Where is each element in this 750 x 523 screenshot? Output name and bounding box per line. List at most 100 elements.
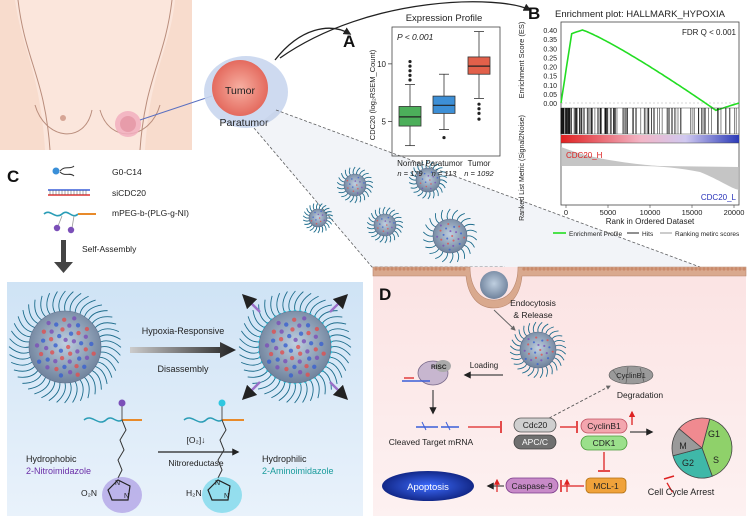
legend-enrichment: Enrichment Profile: [569, 231, 622, 238]
ytick-label: 10: [377, 60, 386, 69]
panel-b-fdr: FDR Q < 0.001: [682, 28, 737, 37]
svg-text:N: N: [215, 480, 220, 487]
risc-complex: RISC: [402, 360, 451, 386]
aminoimidazole-label: 2-Aminoimidazole: [262, 466, 334, 476]
legend-hits: Hits: [642, 231, 654, 238]
category-label: Tumor: [468, 159, 491, 168]
category-label: Paratumor: [425, 159, 463, 168]
xtick-label: 10000: [640, 208, 661, 217]
amino-group: H₂N: [186, 488, 202, 498]
panel-a-title: Expression Profile: [406, 13, 483, 24]
loading-label: Loading: [470, 361, 498, 370]
outlier-point: [408, 69, 412, 73]
phase-label: M: [679, 441, 687, 451]
phase-m: [678, 417, 711, 449]
caspase9-node: [505, 477, 559, 494]
svg-text:N: N: [115, 480, 120, 487]
release-label: & Release: [513, 310, 552, 320]
ytick-label: 0.40: [543, 28, 557, 35]
apoptosis-label: Apoptosis: [407, 482, 449, 493]
cyclinb1-node: [580, 418, 628, 434]
degradation-label: Degradation: [617, 390, 664, 400]
released-micelle: [509, 321, 567, 379]
nitroreductase-label: Nitroreductase: [168, 458, 224, 468]
panel-a-frame: [391, 26, 501, 157]
apoptosis-node: [382, 471, 474, 501]
phase-s: [672, 447, 713, 479]
intact-micelle: [8, 290, 122, 404]
disassembly-label: Disassembly: [157, 364, 209, 374]
category-label: Normal: [397, 159, 423, 168]
arrow-to-a: [274, 27, 352, 61]
hypoxia-label: Hypoxia-Responsive: [142, 326, 225, 336]
outlier-point: [442, 135, 446, 140]
nitroimidazole-structure: O₂N N N: [81, 399, 142, 513]
oxygen-label: [O₂]↓: [187, 435, 206, 445]
panel-a-letter: A: [343, 32, 355, 51]
outlier-point: [477, 102, 481, 106]
cdc20-label: Cdc20: [523, 420, 548, 430]
panel-a-pvalue: P < 0.001: [397, 32, 434, 42]
panel-a-ylabel: CDC20 (log₂RSEM_Count): [368, 49, 377, 140]
panel-d-letter: D: [379, 285, 391, 304]
ytick-label: 0.35: [543, 37, 557, 44]
polymer-icon: [43, 211, 96, 234]
burst-arrow: [329, 381, 349, 401]
xtick-label: 5000: [600, 208, 617, 217]
panel-b-ytick-labels: 0.400.350.300.250.200.150.100.050.00: [543, 28, 557, 108]
hydrophobic-label: Hydrophobic: [26, 454, 77, 464]
apcc-node: [513, 434, 557, 450]
cyclinb1-degraded: CyclinB1: [608, 365, 654, 385]
phase-g1: [701, 418, 733, 477]
ytick-label: 0.25: [543, 55, 557, 62]
ytick-label: 5: [382, 117, 387, 126]
cdk1-node: [580, 435, 628, 451]
tumor-mass: [212, 60, 268, 116]
tumor-label: Tumor: [225, 85, 255, 97]
risc-label: RISC: [431, 364, 447, 371]
cdk1-label: CDK1: [593, 438, 616, 448]
ytick-label: 0.15: [543, 74, 557, 81]
disassembly-arrow: [130, 342, 236, 358]
component-sicdc20: siCDC20: [112, 188, 146, 198]
outlier-point: [408, 59, 412, 64]
xtick-label: 20000: [724, 208, 745, 217]
panel-b-low-label: CDC20_L: [701, 193, 737, 202]
outlier-point: [408, 73, 412, 77]
cyclinb1-label: CyclinB1: [587, 421, 621, 431]
outlier-point: [477, 117, 481, 121]
inhibit-cycle: [663, 475, 675, 480]
arrow-to-b: [279, 1, 532, 59]
outlier-point: [408, 78, 412, 82]
n-label: n = 179: [397, 169, 423, 178]
component-polymer: mPEG-b-(PLG-g-NI): [112, 208, 189, 218]
panel-b-high-label: CDC20_H: [566, 151, 603, 160]
n-label: n = 1092: [464, 169, 494, 178]
xtick-label: 0: [564, 208, 568, 217]
ytick-label: 0.00: [543, 101, 557, 108]
burst-arrow: [241, 293, 261, 313]
cdc20-node: [513, 417, 557, 433]
degraded-cyclin-label: CyclinB1: [616, 371, 646, 380]
legend-ranking: Ranking metirc scores: [675, 231, 740, 238]
panel-b-letter: B: [528, 4, 540, 23]
endocytosis-label: Endocytosis: [510, 298, 556, 308]
component-g0c14: G0-C14: [112, 167, 142, 177]
cell-cycle-arrest-label: Cell Cycle Arrest: [648, 487, 715, 497]
hydrophilic-label: Hydrophilic: [262, 454, 307, 464]
panel-b: B Enrichment plot: HALLMARK_HYPOXIA FDR …: [517, 4, 744, 238]
nitro-group: O₂N: [81, 488, 97, 498]
panel-a: A Expression Profile P < 0.001 CDC20 (lo…: [343, 13, 501, 178]
cleaved-mrna-label: Cleaved Target mRNA: [389, 437, 474, 447]
endocytosed-micelle: [480, 271, 508, 299]
panel-b-xlabel: Rank in Ordered Dataset: [606, 217, 695, 226]
panel-b-rank-ribbon: [561, 135, 739, 143]
mcl1-node: [585, 477, 627, 494]
outlier-point: [408, 64, 412, 68]
svg-text:N: N: [224, 493, 229, 500]
